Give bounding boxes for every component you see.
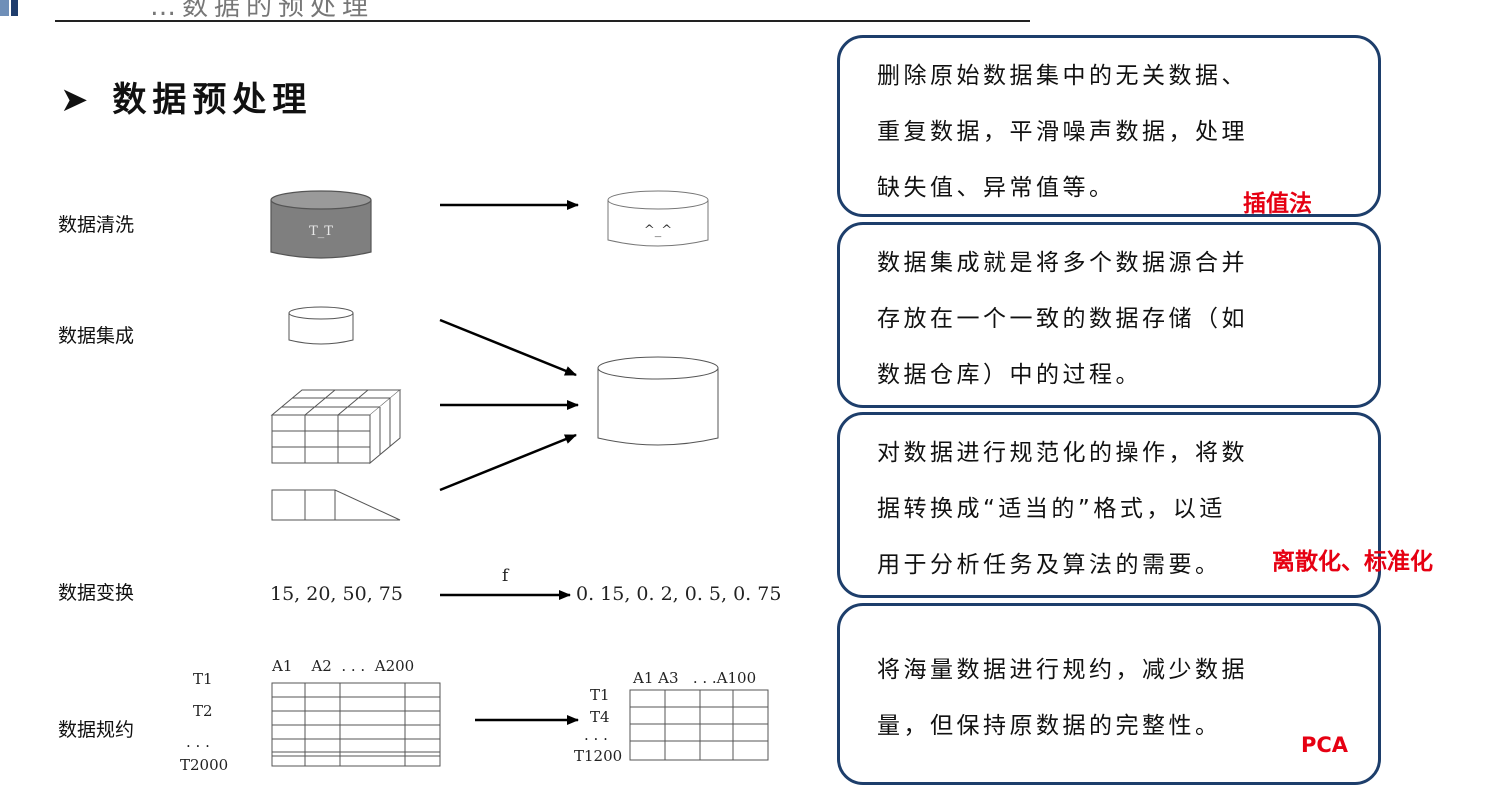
source-wedge-table — [271, 489, 401, 521]
original-row-2: T2 — [193, 702, 213, 720]
reduced-row-ellipsis: . . . — [584, 726, 608, 744]
transform-function: f — [502, 566, 509, 586]
source-cube-grid — [270, 389, 402, 465]
reduced-columns: A1 A3 . . .A100 — [633, 669, 757, 687]
note-discretize-standardize: 离散化、标准化 — [1272, 549, 1433, 575]
row-label-reduction: 数据规约 — [58, 719, 135, 741]
description-line: 存放在一个一致的数据存储（如 — [877, 306, 1248, 332]
description-line: 量，但保持原数据的完整性。 — [877, 713, 1222, 739]
original-columns: A1 A2 . . . A200 — [272, 657, 415, 675]
warehouse-cylinder — [597, 356, 719, 446]
transform-output: 0. 15, 0. 2, 0. 5, 0. 75 — [576, 583, 782, 605]
section-title: ➤ 数据预处理 — [60, 80, 313, 120]
description-line: 缺失值、异常值等。 — [877, 175, 1116, 201]
description-line: 据转换成“适当的”格式，以适 — [877, 496, 1226, 522]
row-label-integration: 数据集成 — [58, 325, 135, 347]
source-cylinder — [288, 306, 354, 345]
original-row-1: T1 — [193, 670, 213, 688]
description-line: 重复数据，平滑噪声数据，处理 — [877, 119, 1248, 145]
original-row-ellipsis: . . . — [186, 733, 210, 751]
description-box-transformation: 对数据进行规范化的操作，将数 据转换成“适当的”格式，以适 用于分析任务及算法的… — [837, 412, 1381, 598]
integration-arrow-1 — [439, 318, 577, 377]
description-line: 将海量数据进行规约，减少数据 — [877, 657, 1248, 683]
original-row-last: T2000 — [180, 756, 229, 774]
original-data-table — [271, 682, 441, 767]
preprocessing-diagram: T_T ^_^ — [270, 190, 769, 767]
reduced-row-2: T4 — [590, 708, 610, 726]
note-pca: PCA — [1301, 733, 1349, 757]
note-interpolation: 插值法 — [1243, 191, 1312, 217]
description-box-cleaning: 删除原始数据集中的无关数据、 重复数据，平滑噪声数据，处理 缺失值、异常值等。 — [837, 35, 1381, 217]
page-title: …数据的预处理 — [150, 0, 375, 22]
clean-data-cylinder: ^_^ — [607, 190, 709, 247]
reduced-data-table — [629, 689, 769, 761]
description-line: 数据集成就是将多个数据源合并 — [877, 250, 1248, 276]
transform-input: 15, 20, 50, 75 — [270, 583, 403, 605]
row-label-transformation: 数据变换 — [58, 582, 135, 604]
row-label-cleaning: 数据清洗 — [58, 214, 135, 236]
clean-face-label: ^_^ — [644, 223, 672, 238]
description-box-reduction: 将海量数据进行规约，减少数据 量，但保持原数据的完整性。 — [837, 603, 1381, 785]
dirty-data-cylinder: T_T — [270, 190, 372, 259]
description-line: 用于分析任务及算法的需要。 — [877, 552, 1222, 578]
reduced-row-last: T1200 — [574, 747, 623, 765]
dirty-face-label: T_T — [309, 224, 333, 239]
integration-arrow-3 — [439, 433, 577, 492]
description-line: 删除原始数据集中的无关数据、 — [877, 63, 1248, 89]
reduced-row-1: T1 — [590, 686, 610, 704]
description-box-integration: 数据集成就是将多个数据源合并 存放在一个一致的数据存储（如 数据仓库）中的过程。 — [837, 222, 1381, 408]
header-accent — [0, 0, 30, 16]
description-line: 数据仓库）中的过程。 — [877, 362, 1142, 388]
description-line: 对数据进行规范化的操作，将数 — [877, 440, 1248, 466]
title-divider — [55, 20, 1030, 22]
